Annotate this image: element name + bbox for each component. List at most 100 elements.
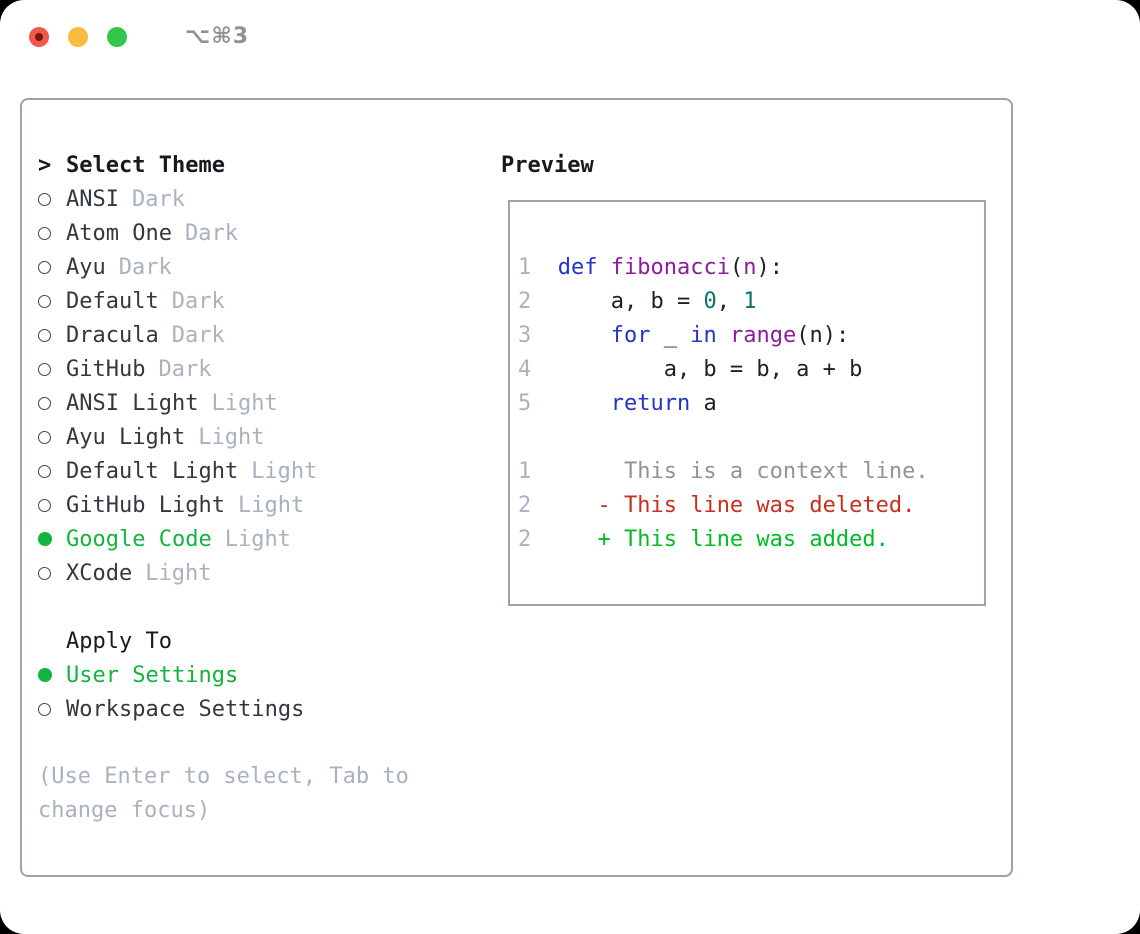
theme-variant-tag: Dark <box>171 288 225 314</box>
code-segment-kw: in <box>690 323 717 348</box>
theme-option-ayu[interactable]: Ayu Dark <box>38 250 317 284</box>
apply-option-workspace-settings[interactable]: Workspace Settings <box>38 692 304 726</box>
theme-label: Dracula <box>66 322 159 348</box>
theme-label: ANSI <box>66 186 119 212</box>
theme-option-ayu-light[interactable]: Ayu Light Light <box>38 420 317 454</box>
radio-unselected-icon <box>38 328 51 342</box>
keyboard-hint: (Use Enter to select, Tab to change focu… <box>38 764 409 823</box>
theme-variant-tag: Light <box>198 424 265 450</box>
preview-line: 1 This is a context line. <box>518 455 984 489</box>
code-segment-lineno: 5 <box>518 391 532 416</box>
theme-variant-tag: Light <box>224 526 291 552</box>
unsaved-dot-icon <box>35 33 43 41</box>
code-segment-lineno: 2 <box>518 493 532 518</box>
theme-option-google-code[interactable]: Google Code Light <box>38 522 317 556</box>
code-segment-fn: range <box>729 323 797 348</box>
minimize-button[interactable] <box>68 27 88 47</box>
code-segment-plain: , <box>716 289 744 314</box>
apply-to-header: Apply To <box>38 624 304 658</box>
code-segment-lineno: 4 <box>518 357 532 382</box>
radio-slot <box>38 420 66 454</box>
preview-line: 2 - This line was deleted. <box>518 489 984 523</box>
code-segment-del: - This line was deleted. <box>597 493 916 518</box>
radio-unselected-icon <box>38 566 51 580</box>
radio-unselected-icon <box>38 294 51 308</box>
radio-slot <box>38 522 66 556</box>
code-segment-plain: (n): <box>796 323 850 348</box>
theme-label: XCode <box>66 560 133 586</box>
code-segment-plain: ( <box>729 255 744 280</box>
zoom-button[interactable] <box>107 27 127 47</box>
radio-unselected-icon <box>38 260 51 274</box>
theme-variant-tag: Dark <box>171 322 225 348</box>
theme-label: Ayu <box>66 254 106 280</box>
theme-list-header[interactable]: > Select Theme <box>38 148 317 182</box>
close-button[interactable] <box>29 27 49 47</box>
theme-label: GitHub <box>66 356 146 382</box>
radio-slot <box>38 658 66 692</box>
apply-option-user-settings[interactable]: User Settings <box>38 658 304 692</box>
radio-unselected-icon <box>38 498 51 512</box>
apply-option-label: Workspace Settings <box>66 696 305 722</box>
code-segment-lineno: 1 <box>518 255 532 280</box>
code-segment-num: 1 <box>743 289 757 314</box>
code-segment-plain <box>531 391 610 416</box>
theme-label: Ayu Light <box>66 424 186 450</box>
radio-slot <box>38 284 66 318</box>
radio-unselected-icon <box>38 226 51 240</box>
code-segment-fn: n <box>743 255 757 280</box>
radio-slot <box>38 352 66 386</box>
theme-variant-tag: Dark <box>184 220 238 246</box>
preview-line: 2 a, b = 0, 1 <box>518 285 984 319</box>
titlebar: ⌥⌘3 <box>0 0 1140 74</box>
preview-line: 3 for _ in range(n): <box>518 319 984 353</box>
code-segment-plain <box>717 323 730 348</box>
code-segment-plain <box>531 323 610 348</box>
focus-arrow-icon: > <box>38 152 52 178</box>
code-segment-plain: a, b = b, a + b <box>531 357 863 382</box>
code-segment-plain: a, b = <box>531 289 704 314</box>
apply-option-label: User Settings <box>66 662 239 688</box>
radio-slot <box>38 386 66 420</box>
theme-variant-tag: Light <box>237 492 305 518</box>
preview-line: 5 return a <box>518 387 984 421</box>
theme-option-dracula[interactable]: Dracula Dark <box>38 318 317 352</box>
radio-slot <box>38 692 66 726</box>
code-segment-plain: ): <box>756 255 783 280</box>
theme-variant-tag: Dark <box>118 254 172 280</box>
code-segment-plain: _ <box>650 323 691 348</box>
code-segment-plain <box>531 527 597 552</box>
radio-slot <box>38 488 66 522</box>
radio-unselected-icon <box>38 362 51 376</box>
code-segment-fn: fibonacci <box>610 255 730 280</box>
code-segment-kw: return <box>610 391 691 416</box>
radio-unselected-icon <box>38 430 51 444</box>
theme-label: Google Code <box>66 526 212 552</box>
code-segment-kw: def <box>557 255 598 280</box>
radio-slot <box>38 182 66 216</box>
code-segment-ctx: This is a context line. <box>531 459 929 484</box>
code-segment-plain <box>531 255 558 280</box>
theme-option-github-light[interactable]: GitHub Light Light <box>38 488 317 522</box>
preview-line: 1 def fibonacci(n): <box>518 251 984 285</box>
code-segment-lineno: 3 <box>518 323 532 348</box>
radio-slot <box>38 556 66 590</box>
theme-label: Default Light <box>66 458 239 484</box>
code-segment-lineno: 2 <box>518 527 532 552</box>
keyboard-shortcut-label: ⌥⌘3 <box>185 24 250 49</box>
apply-to-title: Apply To <box>66 628 172 654</box>
theme-label: GitHub Light <box>66 492 225 518</box>
radio-slot <box>38 216 66 250</box>
code-segment-plain: a <box>690 391 717 416</box>
preview-blank-line <box>518 421 984 455</box>
